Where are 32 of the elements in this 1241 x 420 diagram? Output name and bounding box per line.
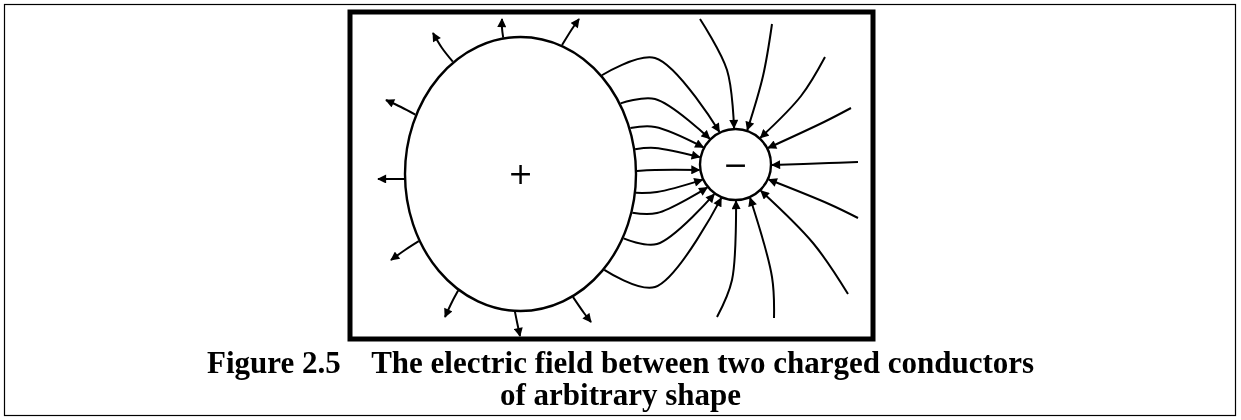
field-line bbox=[634, 177, 704, 194]
field-line bbox=[635, 165, 701, 175]
field-line bbox=[759, 189, 849, 295]
field-line bbox=[513, 310, 523, 337]
field-line bbox=[561, 18, 580, 47]
field-line bbox=[432, 32, 454, 63]
field-line bbox=[622, 193, 716, 246]
field-line bbox=[759, 56, 826, 139]
field-line bbox=[603, 197, 723, 289]
conductor bbox=[699, 128, 772, 201]
field-line bbox=[767, 178, 859, 219]
field-line bbox=[385, 99, 417, 116]
charge-sign: − bbox=[721, 149, 750, 180]
field-line bbox=[699, 18, 739, 130]
charge-sign: + bbox=[506, 159, 535, 189]
field-line bbox=[572, 296, 592, 323]
field-line bbox=[619, 97, 711, 140]
field-line bbox=[748, 196, 776, 319]
conductor bbox=[404, 36, 637, 312]
field-line bbox=[767, 107, 852, 149]
field-line bbox=[716, 200, 741, 318]
field-line bbox=[600, 56, 721, 133]
field-line bbox=[634, 146, 701, 160]
field-line bbox=[631, 186, 709, 215]
field-line bbox=[444, 289, 460, 318]
field-line bbox=[497, 18, 507, 39]
field-line bbox=[377, 174, 406, 184]
figure-caption: Figure 2.5 The electric field between two charged conductors of arbitrary shape bbox=[205, 347, 1036, 411]
field-line bbox=[390, 240, 420, 261]
field-line bbox=[771, 160, 859, 170]
field-line bbox=[745, 23, 773, 131]
field-line bbox=[629, 125, 705, 149]
